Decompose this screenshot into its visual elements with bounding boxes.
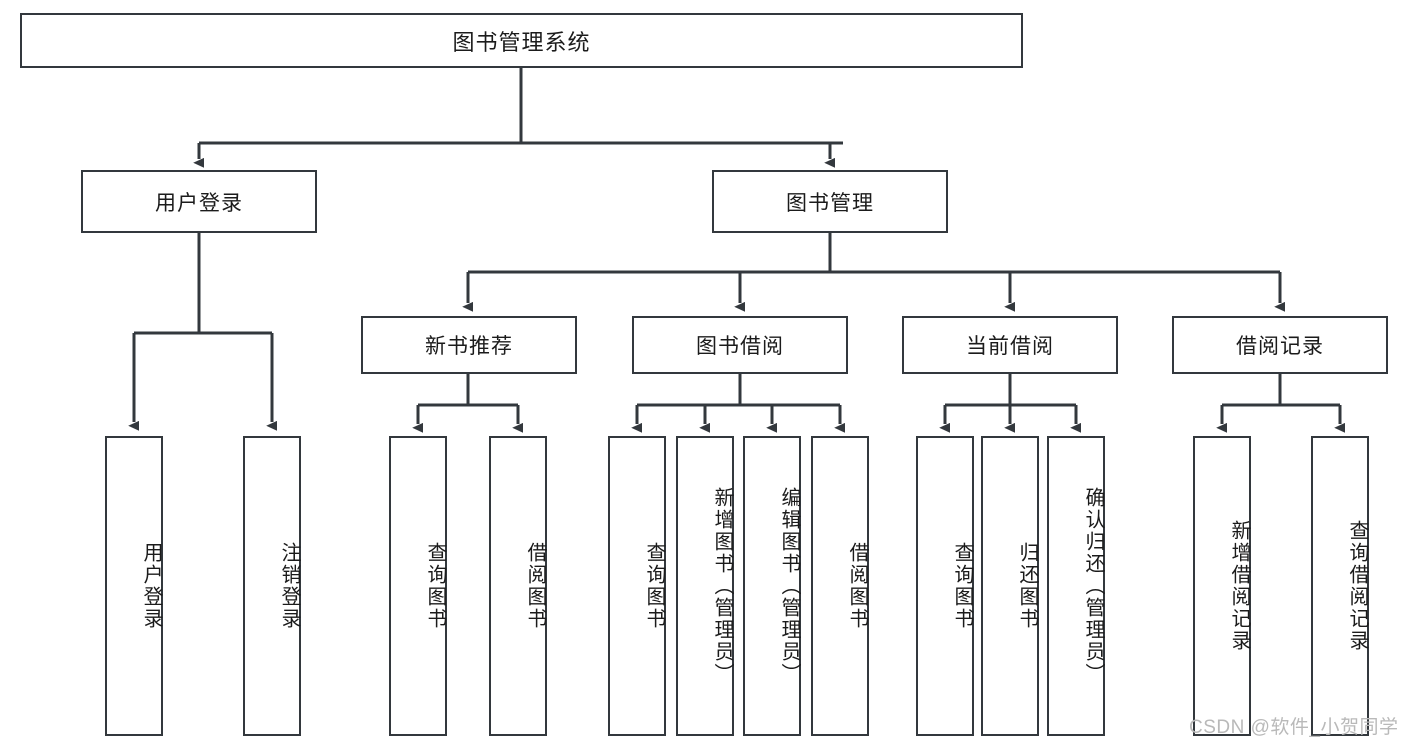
leaf-current-borrow-return[interactable]: 归还图书 — [981, 436, 1039, 736]
node-current-borrow[interactable]: 当前借阅 — [902, 316, 1118, 374]
leaf-book-borrow-borrow[interactable]: 借阅图书 — [811, 436, 869, 736]
node-borrow-record[interactable]: 借阅记录 — [1172, 316, 1388, 374]
node-label: 查询借阅记录 — [1346, 520, 1368, 652]
node-book-borrow[interactable]: 图书借阅 — [632, 316, 848, 374]
node-label: 当前借阅 — [966, 335, 1054, 358]
leaf-new-book-query[interactable]: 查询图书 — [389, 436, 447, 736]
node-label: 借阅图书 — [524, 542, 546, 630]
node-label: 查询图书 — [951, 542, 973, 630]
node-label: 确认归还（管理员） — [1082, 487, 1104, 685]
node-label: 新书推荐 — [425, 335, 513, 358]
node-label: 图书管理系统 — [452, 29, 591, 55]
leaf-user-login-login[interactable]: 用户登录 — [105, 436, 163, 736]
node-label: 用户登录 — [140, 542, 162, 630]
node-label: 图书管理 — [786, 191, 874, 215]
node-label: 查询图书 — [424, 542, 446, 630]
node-label: 用户登录 — [155, 191, 243, 215]
leaf-book-borrow-edit[interactable]: 编辑图书（管理员） — [743, 436, 801, 736]
node-label: 新增借阅记录 — [1228, 520, 1250, 652]
node-label: 注销登录 — [278, 542, 300, 630]
leaf-borrow-record-add[interactable]: 新增借阅记录 — [1193, 436, 1251, 736]
leaf-user-login-logout[interactable]: 注销登录 — [243, 436, 301, 736]
node-label: 借阅图书 — [846, 542, 868, 630]
node-root-book-management-system[interactable]: 图书管理系统 — [20, 13, 1023, 68]
leaf-current-borrow-query[interactable]: 查询图书 — [916, 436, 974, 736]
node-new-book-recommend[interactable]: 新书推荐 — [361, 316, 577, 374]
leaf-book-borrow-query[interactable]: 查询图书 — [608, 436, 666, 736]
node-label: 查询图书 — [643, 542, 665, 630]
node-label: 借阅记录 — [1236, 335, 1324, 358]
node-label: 图书借阅 — [696, 335, 784, 358]
leaf-borrow-record-query[interactable]: 查询借阅记录 — [1311, 436, 1369, 736]
node-label: 归还图书 — [1016, 542, 1038, 630]
node-user-login[interactable]: 用户登录 — [81, 170, 317, 233]
leaf-new-book-borrow[interactable]: 借阅图书 — [489, 436, 547, 736]
node-label: 编辑图书（管理员） — [778, 487, 800, 685]
node-label: 新增图书（管理员） — [711, 487, 733, 685]
leaf-book-borrow-add[interactable]: 新增图书（管理员） — [676, 436, 734, 736]
watermark: CSDN @软件_小贺同学 — [1189, 717, 1399, 738]
node-book-management[interactable]: 图书管理 — [712, 170, 948, 233]
leaf-current-borrow-confirm-return[interactable]: 确认归还（管理员） — [1047, 436, 1105, 736]
